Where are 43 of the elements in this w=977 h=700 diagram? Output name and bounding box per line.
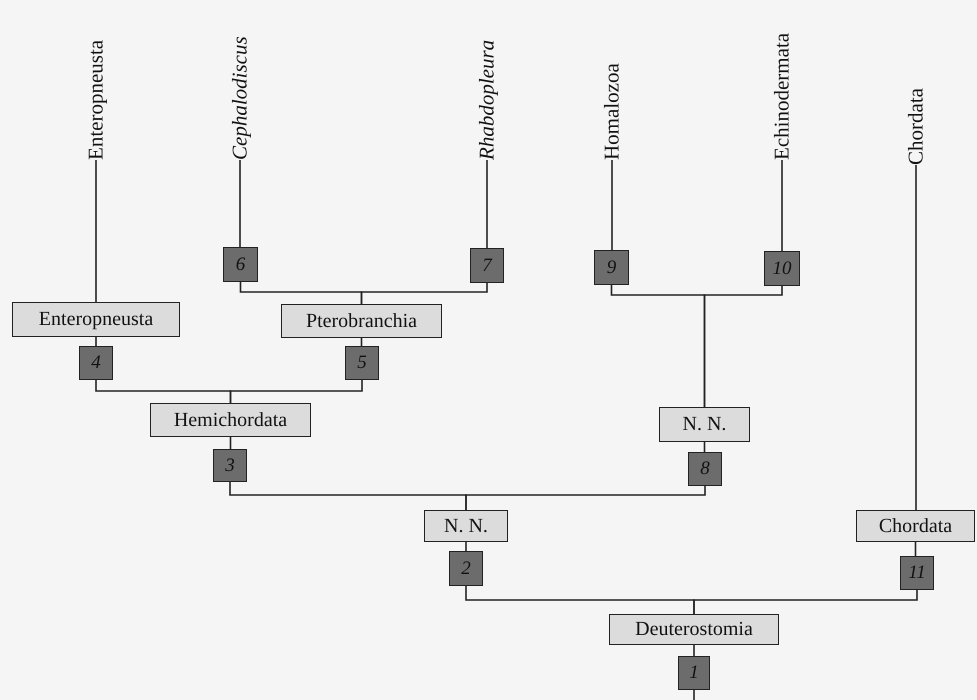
taxon-box: N. N.	[659, 407, 750, 442]
branch-line	[704, 286, 783, 407]
branch-line	[693, 690, 695, 700]
node-number-box: 10	[764, 251, 800, 286]
branch-line	[95, 160, 97, 302]
node-number-box: 1	[678, 656, 710, 690]
taxon-label: Enteropneusta	[81, 10, 111, 160]
taxon-box: Enteropneusta	[12, 302, 180, 337]
branch-line	[239, 160, 241, 247]
branch-line	[360, 338, 362, 346]
taxon-label: Chordata	[901, 60, 931, 165]
node-number-box: 9	[594, 250, 629, 285]
branch-line	[693, 590, 918, 614]
node-number-box: 8	[688, 452, 722, 486]
branch-line	[611, 160, 613, 250]
branch-line	[914, 542, 916, 556]
taxon-box: Chordata	[856, 510, 975, 542]
branch-line	[360, 283, 488, 304]
branch-line	[693, 645, 695, 656]
taxon-label: Rhabdopleura	[472, 20, 502, 160]
node-number-box: 5	[345, 346, 379, 380]
taxon-label: Cephalodiscus	[225, 20, 255, 160]
branch-line	[704, 442, 706, 452]
branch-line	[95, 337, 97, 346]
branch-line	[230, 380, 363, 403]
taxon-label: Echinodermata	[767, 10, 797, 160]
node-number-box: 6	[223, 247, 258, 282]
node-number-box: 2	[449, 551, 483, 586]
taxon-box: Deuterostomia	[609, 614, 779, 645]
taxon-box: N. N.	[424, 510, 508, 542]
branch-line	[465, 542, 467, 551]
taxon-label: Homalozoa	[597, 40, 627, 160]
branch-line	[230, 437, 232, 449]
node-number-box: 3	[213, 449, 247, 482]
branch-line	[915, 165, 917, 510]
node-number-box: 11	[900, 556, 934, 590]
node-number-box: 4	[79, 346, 113, 380]
branch-line	[465, 486, 706, 510]
taxon-box: Pterobranchia	[281, 304, 442, 338]
branch-line	[486, 160, 488, 248]
node-number-box: 7	[470, 248, 504, 283]
taxon-box: Hemichordata	[150, 403, 311, 437]
branch-line	[781, 160, 783, 251]
